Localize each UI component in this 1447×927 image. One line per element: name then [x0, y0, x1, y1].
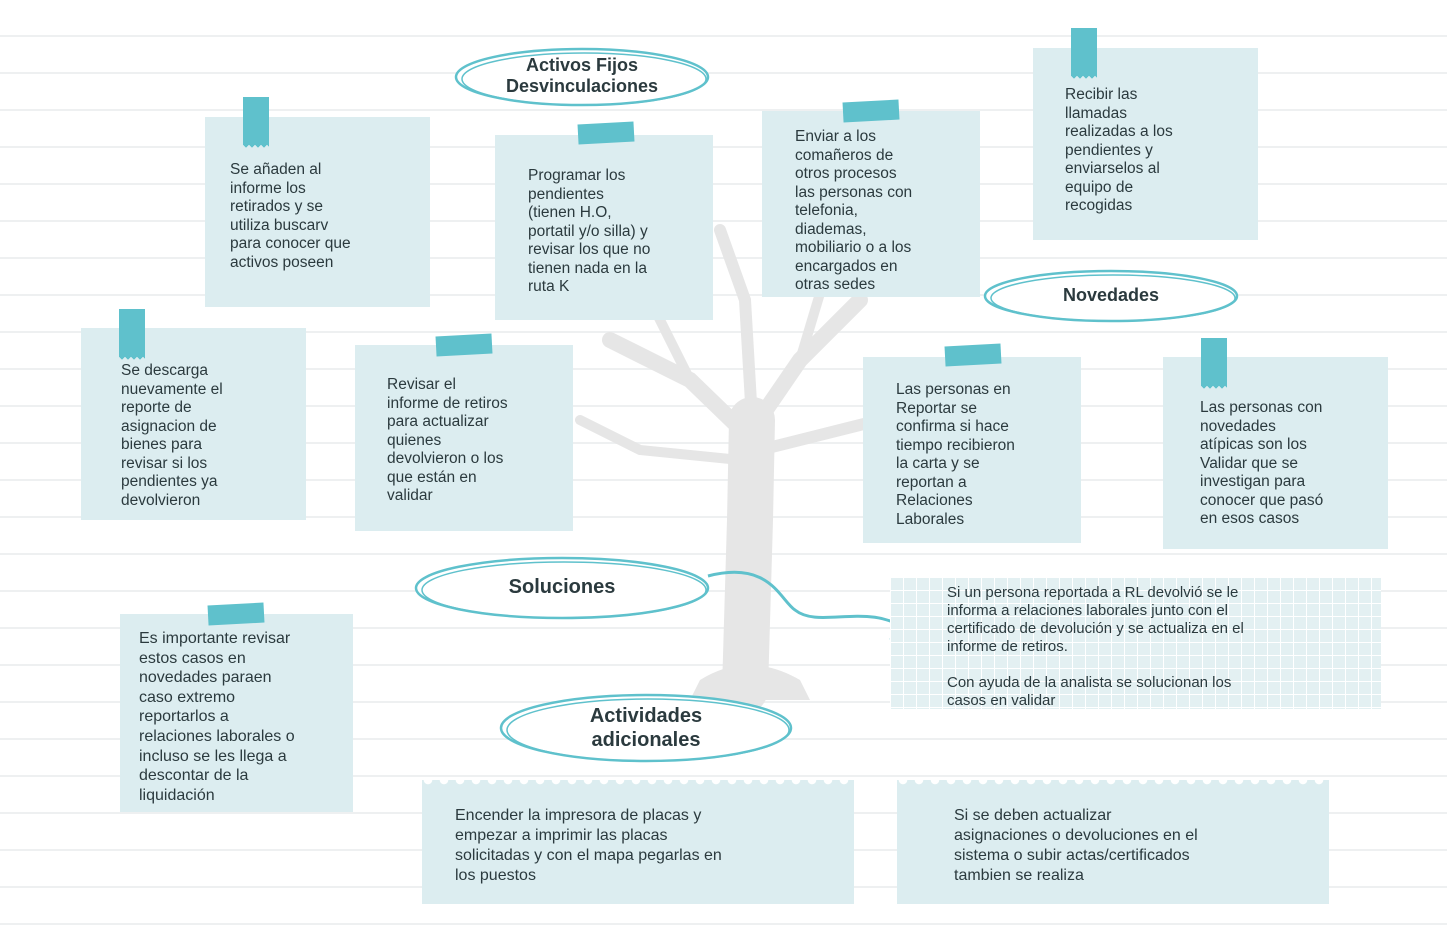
note-reportar: Las personas en Reportar se confirma si …	[863, 357, 1081, 543]
tape	[944, 343, 1002, 367]
actividades-title: Actividades adicionales	[589, 705, 703, 751]
tape	[1071, 28, 1097, 82]
tape	[119, 309, 145, 363]
tape	[577, 121, 635, 145]
tape	[207, 602, 265, 626]
bubble-outline	[983, 269, 1239, 323]
tape	[1201, 338, 1227, 392]
arrow-connector	[707, 570, 916, 642]
tape	[842, 99, 900, 123]
bubble-outline	[499, 693, 793, 763]
note-programar: Programar los pendientes (tienen H.O, po…	[495, 135, 713, 320]
activos-fijos-title: Activos Fijos Desvinculaciones	[505, 55, 659, 96]
bubble-outline	[414, 556, 710, 620]
note-actualizar: Si se deben actualizar asignaciones o de…	[897, 780, 1329, 904]
note-solucion: Si un persona reportada a RL devolvió se…	[890, 577, 1381, 709]
soluciones-title: Soluciones	[508, 576, 616, 598]
novedades-title: Novedades	[1062, 285, 1160, 305]
note-enviar: Enviar a los comañeros de otros procesos…	[762, 111, 980, 297]
note-descarga: Se descarga nuevamente el reporte de asi…	[81, 328, 306, 520]
tape	[243, 97, 269, 151]
novedades-bubble: Novedades	[982, 268, 1240, 324]
activos-fijos-bubble: Activos Fijos Desvinculaciones	[453, 46, 711, 108]
note-importante: Es importante revisar estos casos en nov…	[120, 614, 353, 812]
note-impresora: Encender la impresora de placas y empeza…	[422, 780, 854, 904]
soluciones-bubble: Soluciones	[412, 555, 712, 621]
note-atipicas: Las personas con novedades atípicas son …	[1163, 357, 1388, 549]
actividades-bubble: Actividades adicionales	[497, 692, 795, 764]
note-recibir: Recibir las llamadas realizadas a los pe…	[1033, 48, 1258, 240]
tape	[435, 333, 493, 357]
note-revisar: Revisar el informe de retiros para actua…	[355, 345, 573, 531]
note-retirados: Se añaden al informe los retirados y se …	[205, 117, 430, 307]
bubble-outline	[454, 47, 710, 107]
